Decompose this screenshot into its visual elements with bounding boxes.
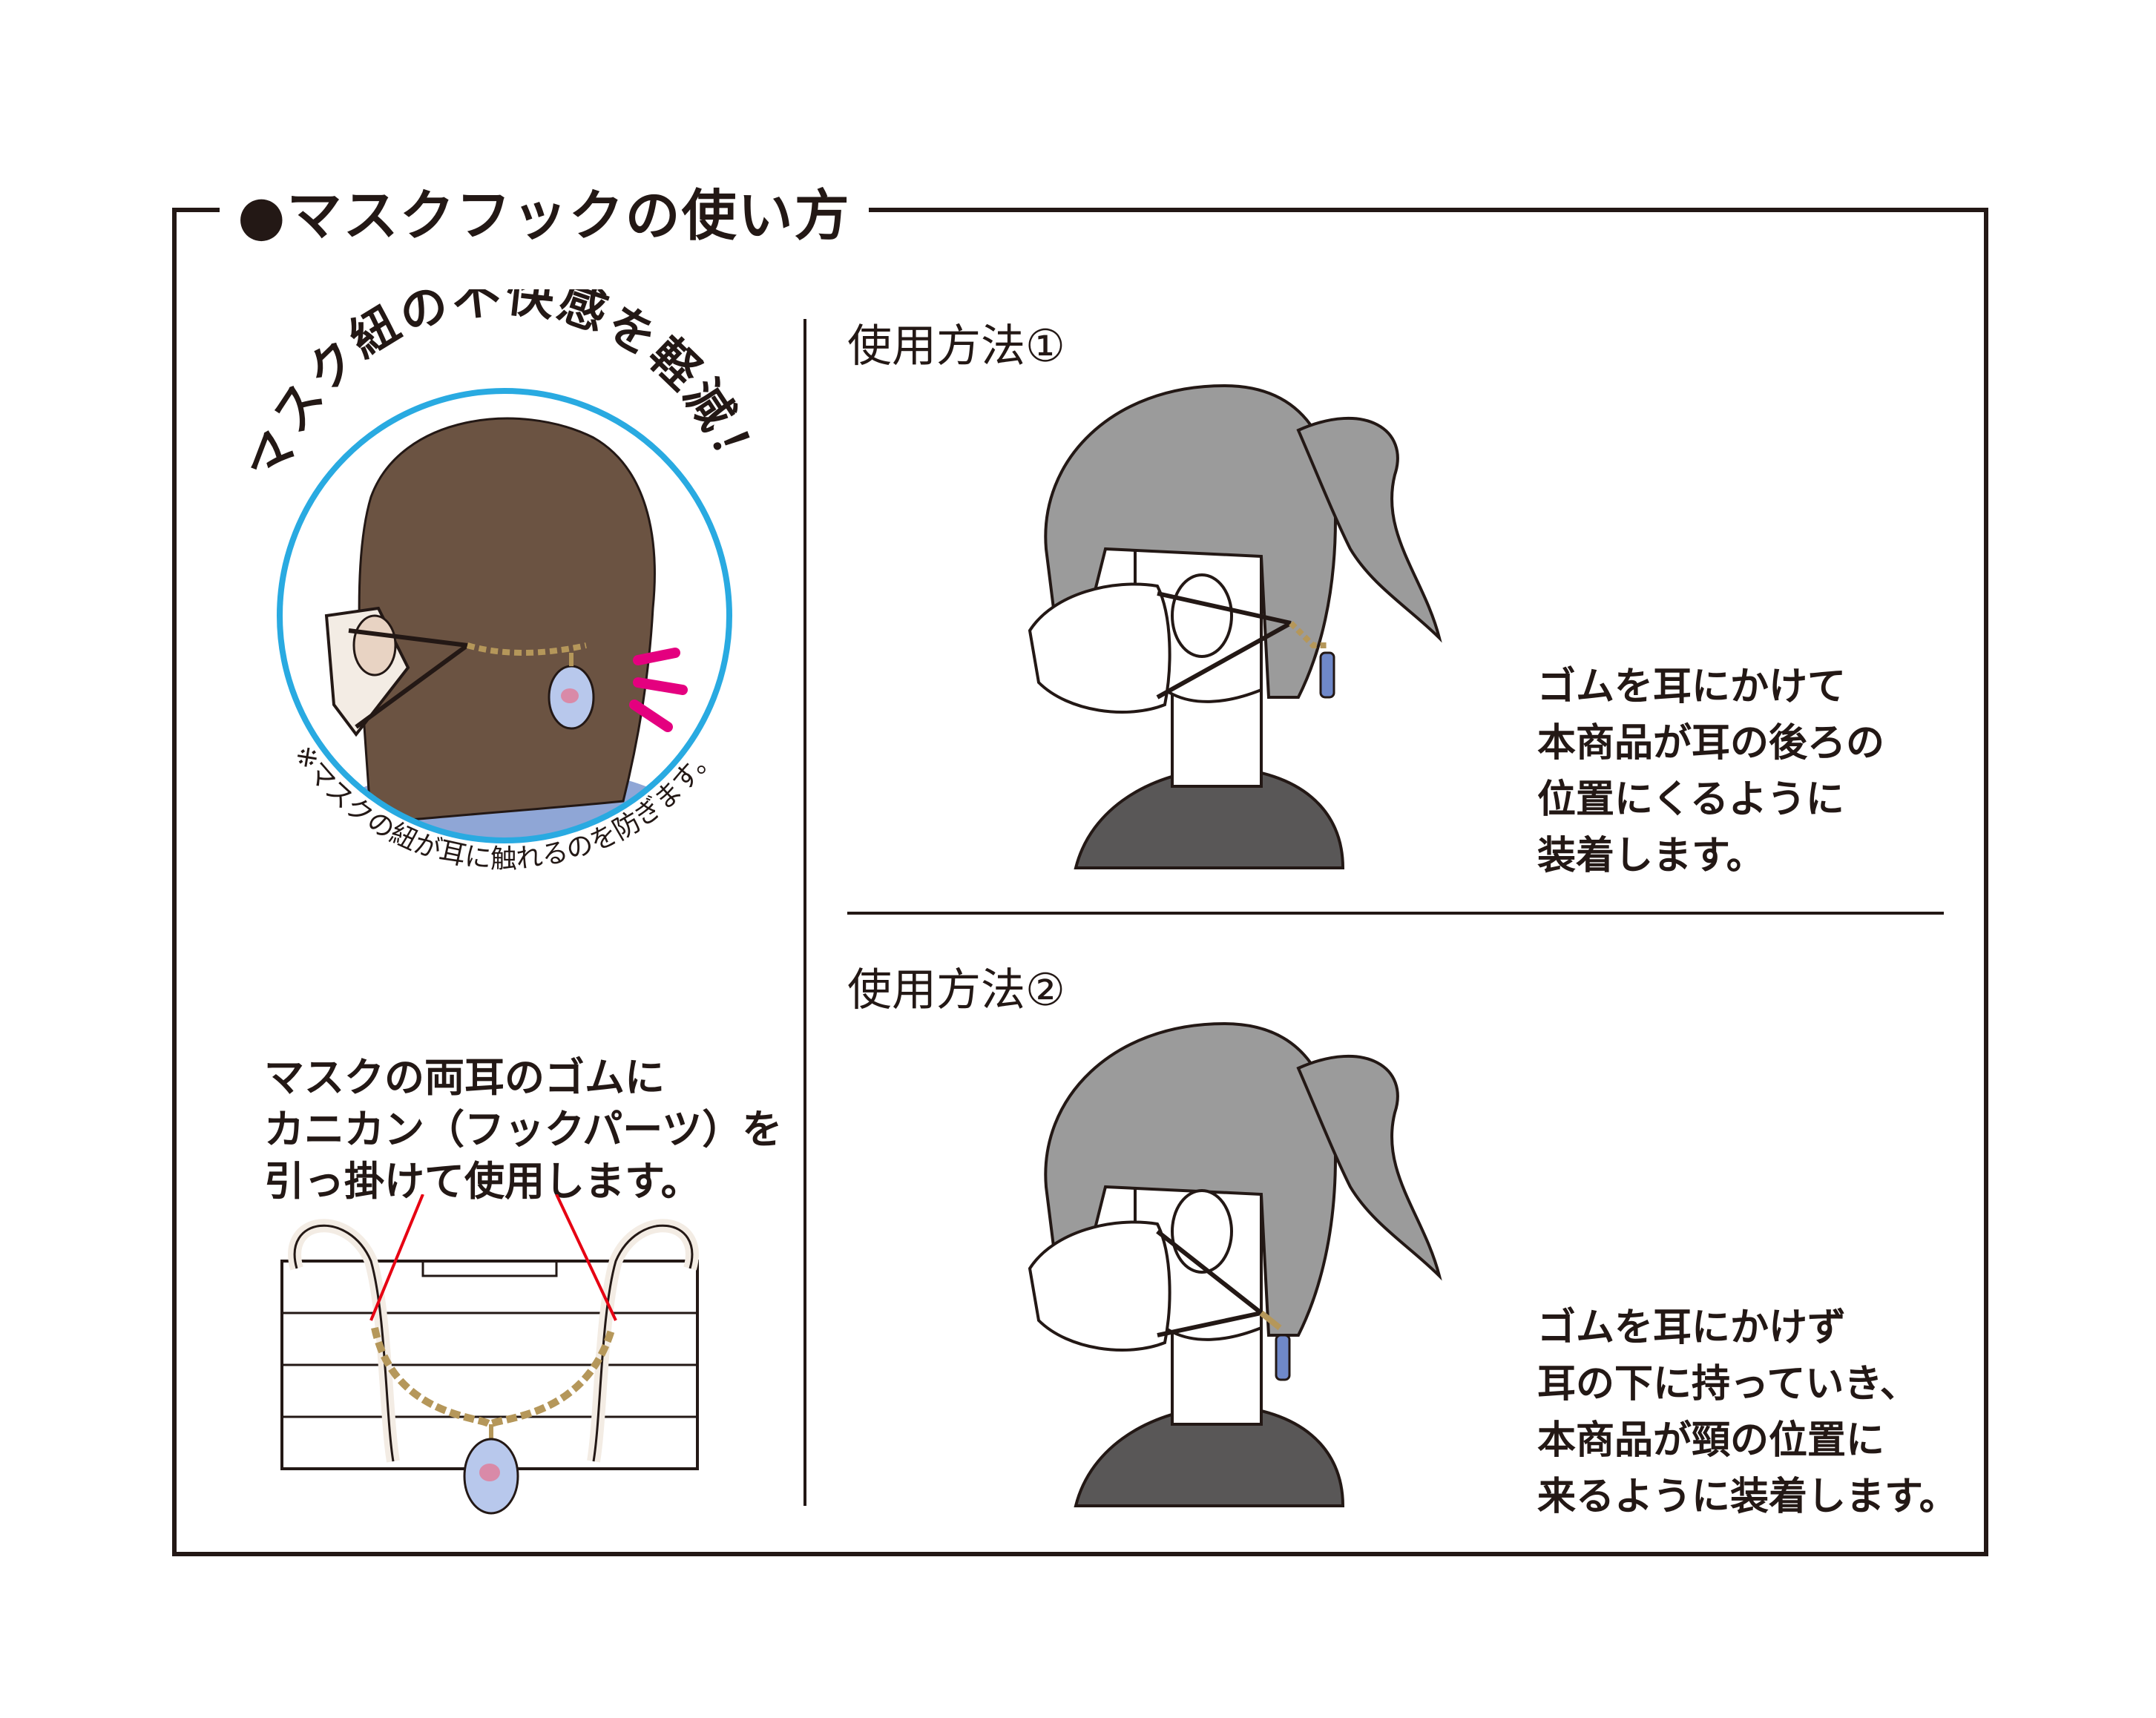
method2-description: ゴムを耳にかけず 耳の下に持っていき、 本商品が頸の位置に 来るように装着します… [1537, 1306, 1958, 1519]
method1-description: ゴムを耳にかけて 本商品が耳の後ろの 位置にくるように 装着します。 [1537, 665, 1885, 878]
back-view-illustration: マスク紐の不快感を軽減！ ※マスクの紐が耳に触れるのを防ぎます。 [240, 289, 766, 875]
back-view-scene [280, 391, 729, 840]
method2-label: 使用方法② [847, 964, 1065, 1016]
method1-label: 使用方法① [847, 320, 1065, 372]
horizontal-divider [847, 912, 1944, 915]
method2-illustration [1028, 1021, 1442, 1507]
vertical-divider [803, 319, 806, 1506]
mask-chain-illustration [280, 1194, 699, 1515]
page-title: ●マスクフックの使い方 [237, 183, 851, 248]
title-box: ●マスクフックの使い方 [220, 175, 869, 248]
method1-illustration [1028, 384, 1442, 869]
instruction-text: マスクの両耳のゴムに カニカン（フックパーツ）を 引っ掛けて使用します。 [264, 1054, 783, 1205]
content-frame [172, 208, 1988, 1556]
